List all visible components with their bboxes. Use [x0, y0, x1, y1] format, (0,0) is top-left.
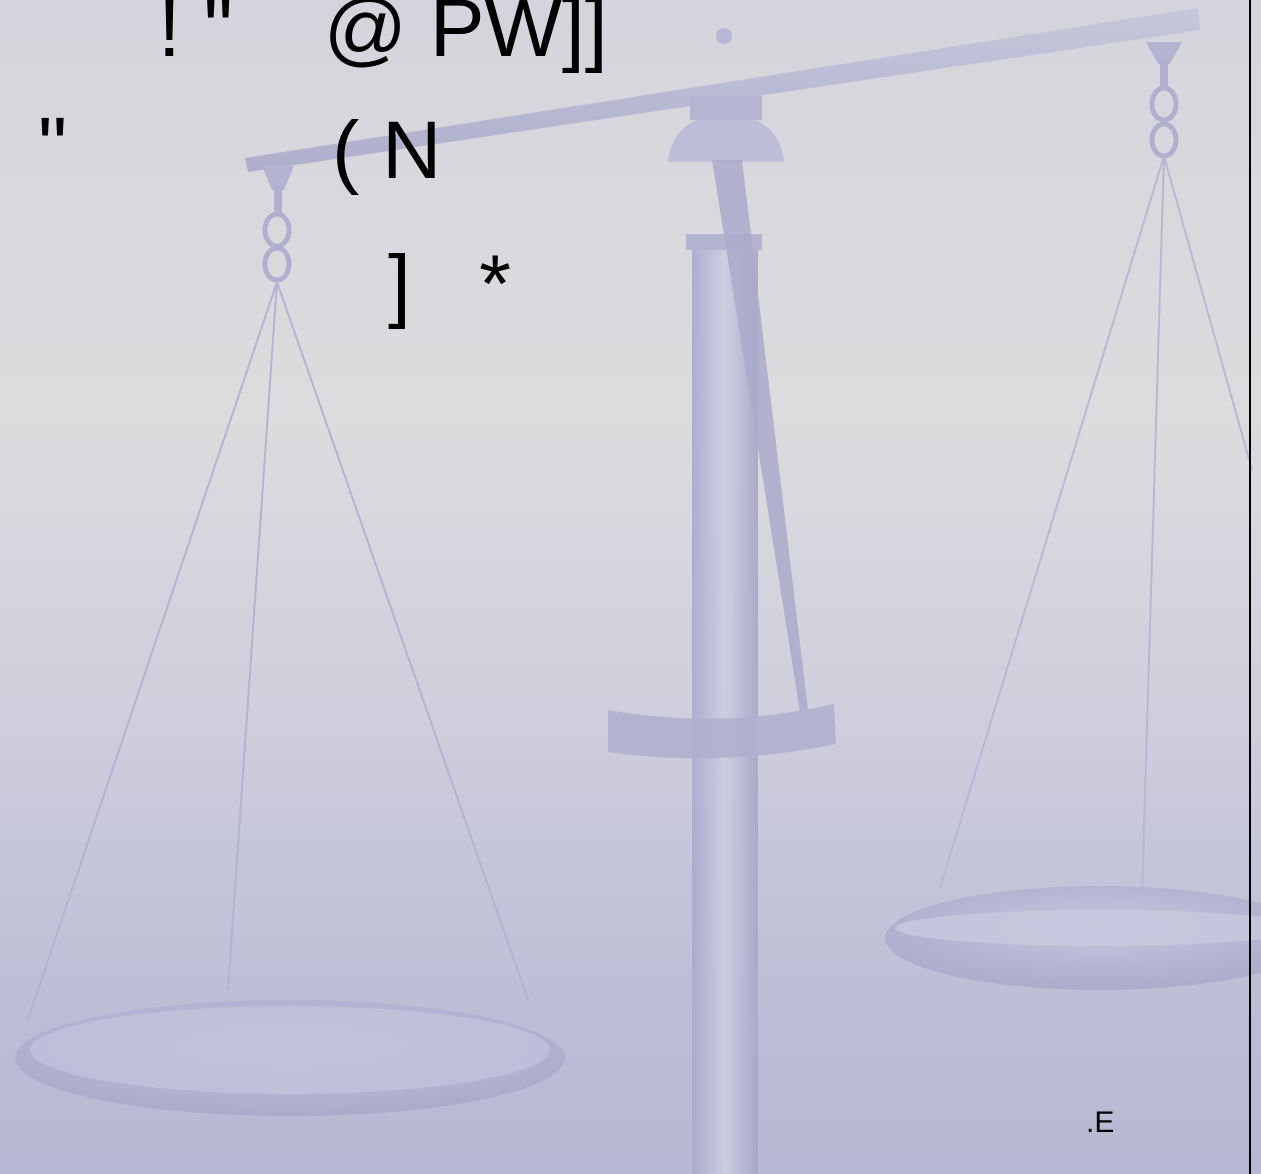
slide-line-2: ": [38, 101, 68, 192]
slide-line-4: ] *: [388, 239, 512, 330]
slide-right-border: [1249, 0, 1251, 1174]
slide-line-1: ! " @ PW]]: [158, 0, 608, 74]
slide-line-3: ( N: [332, 105, 442, 196]
slide-footer: .E: [1086, 1106, 1115, 1139]
